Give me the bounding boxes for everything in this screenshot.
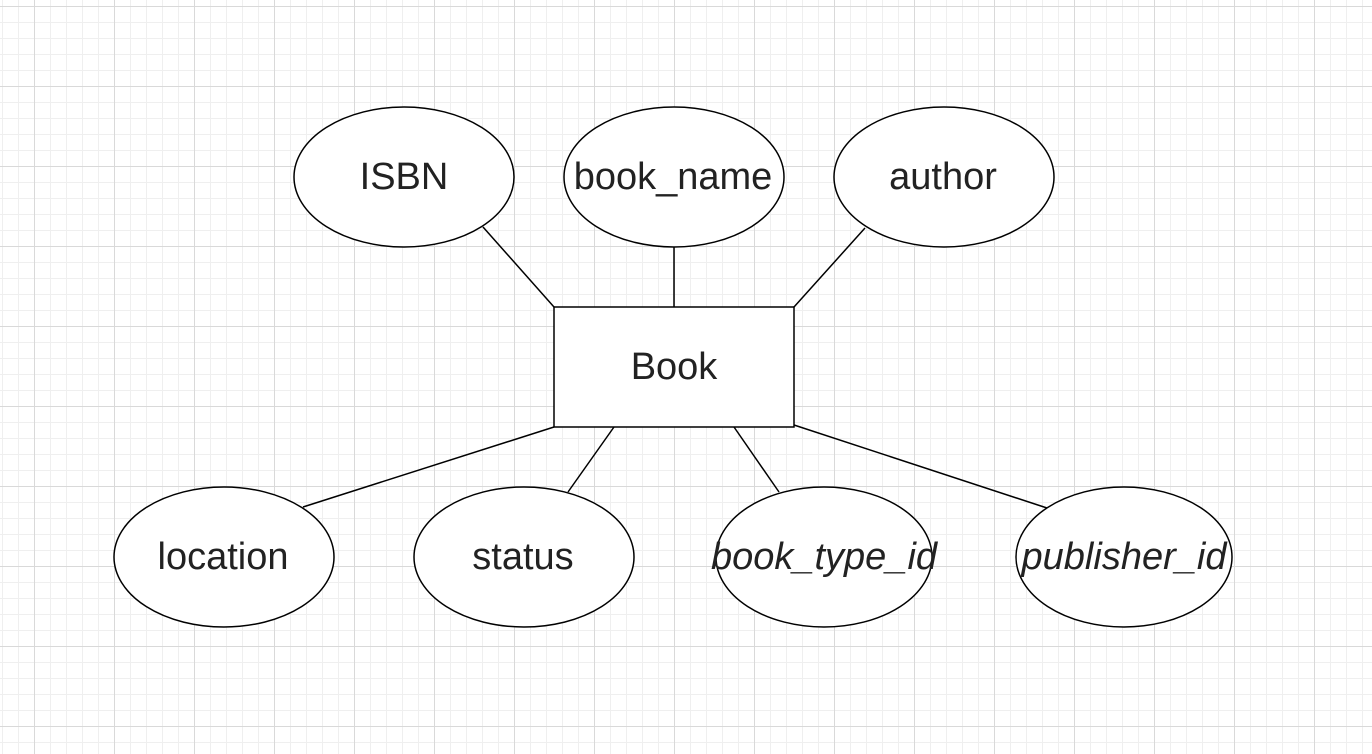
attribute-isbn[interactable]: ISBN [293,106,515,248]
connector-location[interactable] [302,426,555,508]
attribute-author-label: author [889,156,997,198]
attribute-status-label: status [472,536,573,578]
attribute-location-label: location [158,536,289,578]
attribute-isbn-label: ISBN [360,156,449,198]
attribute-status-ellipse[interactable] [413,486,635,628]
entity-book[interactable]: Book [553,306,795,428]
connector-book-type-id[interactable] [733,426,780,493]
attribute-book-name-ellipse[interactable] [563,106,785,248]
connector-isbn[interactable] [482,226,555,308]
attribute-publisher-id-label: publisher_id [1021,536,1229,578]
attribute-status[interactable]: status [413,486,635,628]
connector-author[interactable] [793,227,866,308]
connector-publisher-id[interactable] [793,424,1048,509]
entity-book-label: Book [631,346,719,388]
attribute-book-type-id-ellipse[interactable] [715,486,933,628]
attribute-publisher-id-ellipse[interactable] [1015,486,1233,628]
attribute-author[interactable]: author [833,106,1055,248]
attribute-book-type-id-label: book_type_id [711,536,939,578]
connectors [302,226,1048,509]
attribute-location-ellipse[interactable] [113,486,335,628]
attribute-book-name[interactable]: book_name [563,106,785,248]
attribute-book-type-id[interactable]: book_type_id [711,486,939,628]
attribute-publisher-id[interactable]: publisher_id [1015,486,1233,628]
attribute-author-ellipse[interactable] [833,106,1055,248]
attribute-isbn-ellipse[interactable] [293,106,515,248]
entity-book-box[interactable] [553,306,795,428]
attribute-book-name-label: book_name [574,156,773,198]
connector-status[interactable] [567,426,615,493]
attribute-location[interactable]: location [113,486,335,628]
